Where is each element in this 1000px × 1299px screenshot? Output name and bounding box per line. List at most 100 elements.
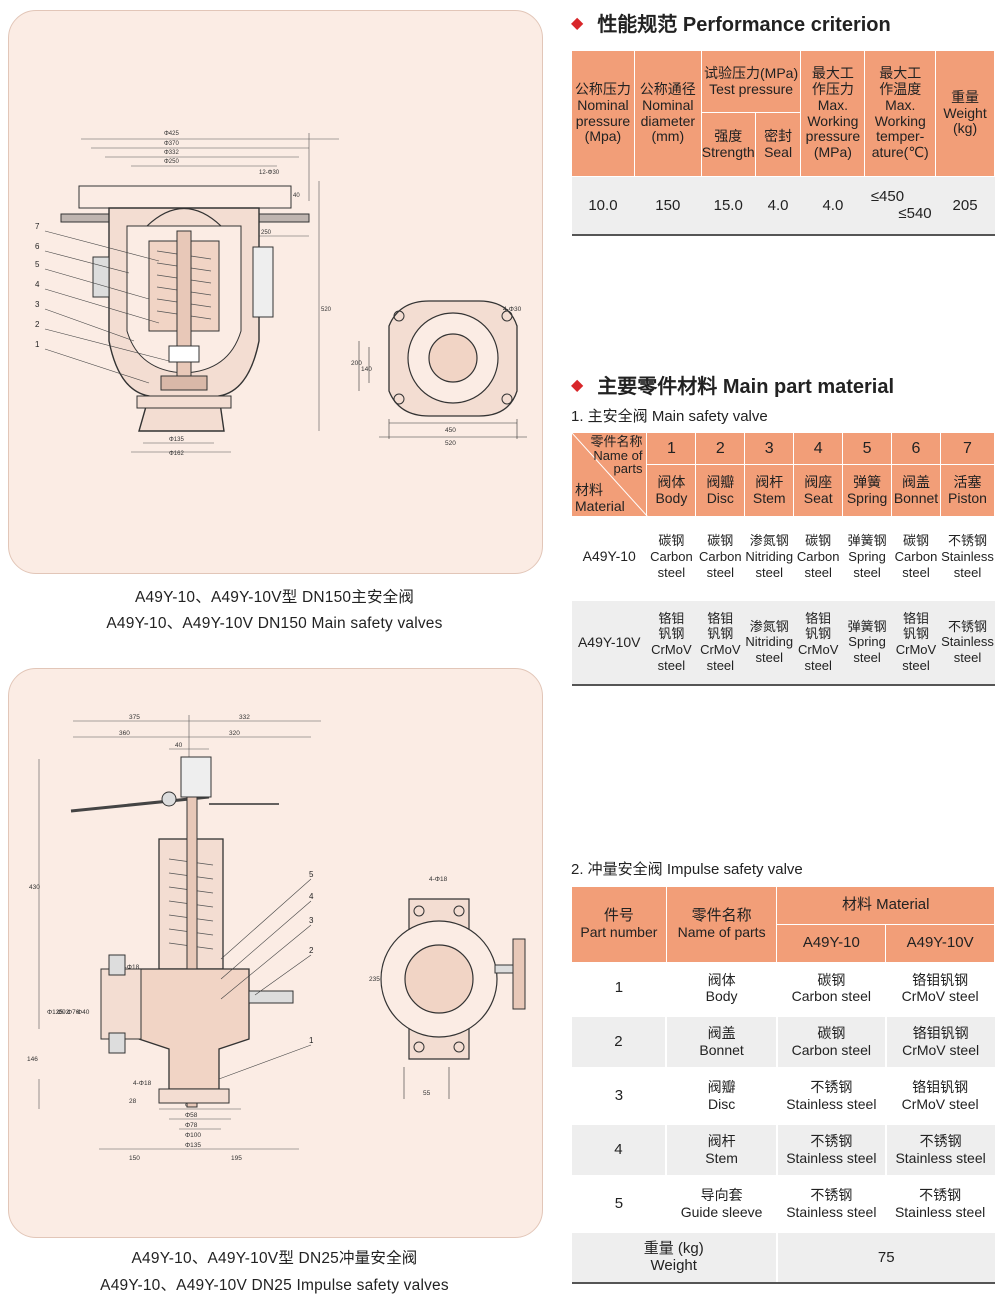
value-max-pressure: 4.0 xyxy=(800,176,865,236)
value-max-temperature: ≤450 ≤540 xyxy=(864,176,936,236)
dim-h28: 28 xyxy=(129,1098,137,1105)
dim-w195: 195 xyxy=(231,1155,242,1162)
performance-heading: ◆ 性能规范 Performance criterion xyxy=(571,8,891,37)
dim-w520: 520 xyxy=(445,440,456,447)
dim-d125: Φ125 xyxy=(47,1009,63,1016)
dim-w150: 150 xyxy=(129,1155,140,1162)
dim-h430: 430 xyxy=(29,884,40,891)
part-num-4: 4 xyxy=(793,432,844,465)
dim-w55: 55 xyxy=(423,1090,431,1097)
part-label-1: 1 xyxy=(309,1036,314,1045)
dim-h40: 40 xyxy=(293,193,300,199)
part-label-2: 2 xyxy=(309,946,314,955)
part-label-4: 4 xyxy=(35,280,40,289)
dim-d425: Φ425 xyxy=(164,131,179,137)
dim-w360: 360 xyxy=(119,730,130,737)
dim-h520: 520 xyxy=(321,307,332,313)
part-label-6: 6 xyxy=(35,242,40,251)
dim-d58: Φ58 xyxy=(185,1112,198,1119)
dim-d78: Φ78 xyxy=(185,1122,198,1129)
part-label-3: 3 xyxy=(35,300,40,309)
dim-w250: 250 xyxy=(261,230,272,236)
part-num-1: 1 xyxy=(646,432,697,465)
header-max-working-pressure: 最大工作压力 Max.Working pressure(MPa) xyxy=(800,50,866,177)
header-model-a49y-10: A49Y-10 xyxy=(776,924,887,963)
dim-d250: Φ250 xyxy=(164,159,179,165)
dim-h146: 146 xyxy=(27,1056,38,1063)
dim-w40: 40 xyxy=(175,742,183,749)
model-a49y-10: A49Y-10 xyxy=(582,548,636,565)
dim-d100: Φ100 xyxy=(185,1132,201,1139)
dim-d76: Φ76 xyxy=(67,1009,80,1016)
dim-bolts-top: 12-Φ30 xyxy=(259,170,280,176)
weight-label: 重量 (kg)Weight xyxy=(571,1232,777,1284)
weight-value: 75 xyxy=(775,1232,995,1284)
part-num-7: 7 xyxy=(939,432,996,465)
part-label-2: 2 xyxy=(35,320,40,329)
dim-w375: 375 xyxy=(129,714,140,721)
dim-d135: Φ135 xyxy=(185,1142,201,1149)
dim-h200: 200 xyxy=(351,360,362,367)
performance-data-row: 10.0 150 15.0 4.0 4.0 ≤450 ≤540 205 xyxy=(571,176,995,236)
dim-w332: 332 xyxy=(239,714,250,721)
value-seal: 4.0 xyxy=(755,176,801,236)
main-valve-caption-cn: A49Y-10、A49Y-10V型 DN150主安全阀 xyxy=(134,589,415,606)
dim-d92: Φ92 xyxy=(57,1009,70,1016)
dim-d162: Φ162 xyxy=(169,451,184,457)
impulse-valve-caption-cn: A49Y-10、A49Y-10V型 DN25冲量安全阀 xyxy=(131,1250,418,1267)
dim-d40: Φ40 xyxy=(77,1009,90,1016)
impulse-weight-row: 重量 (kg)Weight 75 xyxy=(571,1232,995,1284)
dim-d332: Φ332 xyxy=(164,150,179,156)
impulse-valve-plan-view xyxy=(380,898,526,1099)
main-part-material-table: 零件名称 Name of parts 材料 Material 1 2 3 4 5… xyxy=(570,432,996,686)
dim-holes-b: 4-Φ18 xyxy=(121,964,140,971)
main-valve-plan-view xyxy=(358,300,527,439)
header-material: 材料 Material xyxy=(776,886,995,925)
diamond-bullet-icon: ◆ xyxy=(571,376,584,394)
value-weight: 205 xyxy=(935,176,995,236)
value-nominal-diameter: 150 xyxy=(634,176,702,236)
part-label-4: 4 xyxy=(309,892,314,901)
part-num-5: 5 xyxy=(842,432,893,465)
corner-header: 零件名称 Name of parts 材料 Material xyxy=(570,432,648,517)
part-label-5: 5 xyxy=(35,260,40,269)
model-a49y-10v: A49Y-10V xyxy=(571,600,647,686)
part-label-3: 3 xyxy=(309,916,314,925)
dim-holes-c: 4-Φ18 xyxy=(429,876,448,883)
dim-h235: 235 xyxy=(369,976,380,983)
dim-holes: 4-Φ30 xyxy=(503,306,522,313)
diagonal-divider xyxy=(572,433,648,517)
dim-w450: 450 xyxy=(445,427,456,434)
performance-title: 性能规范 Performance criterion xyxy=(597,14,891,36)
impulse-valve-subtitle: 2. 冲量安全阀 Impulse safety valve xyxy=(571,861,803,878)
part-num-6: 6 xyxy=(891,432,941,465)
